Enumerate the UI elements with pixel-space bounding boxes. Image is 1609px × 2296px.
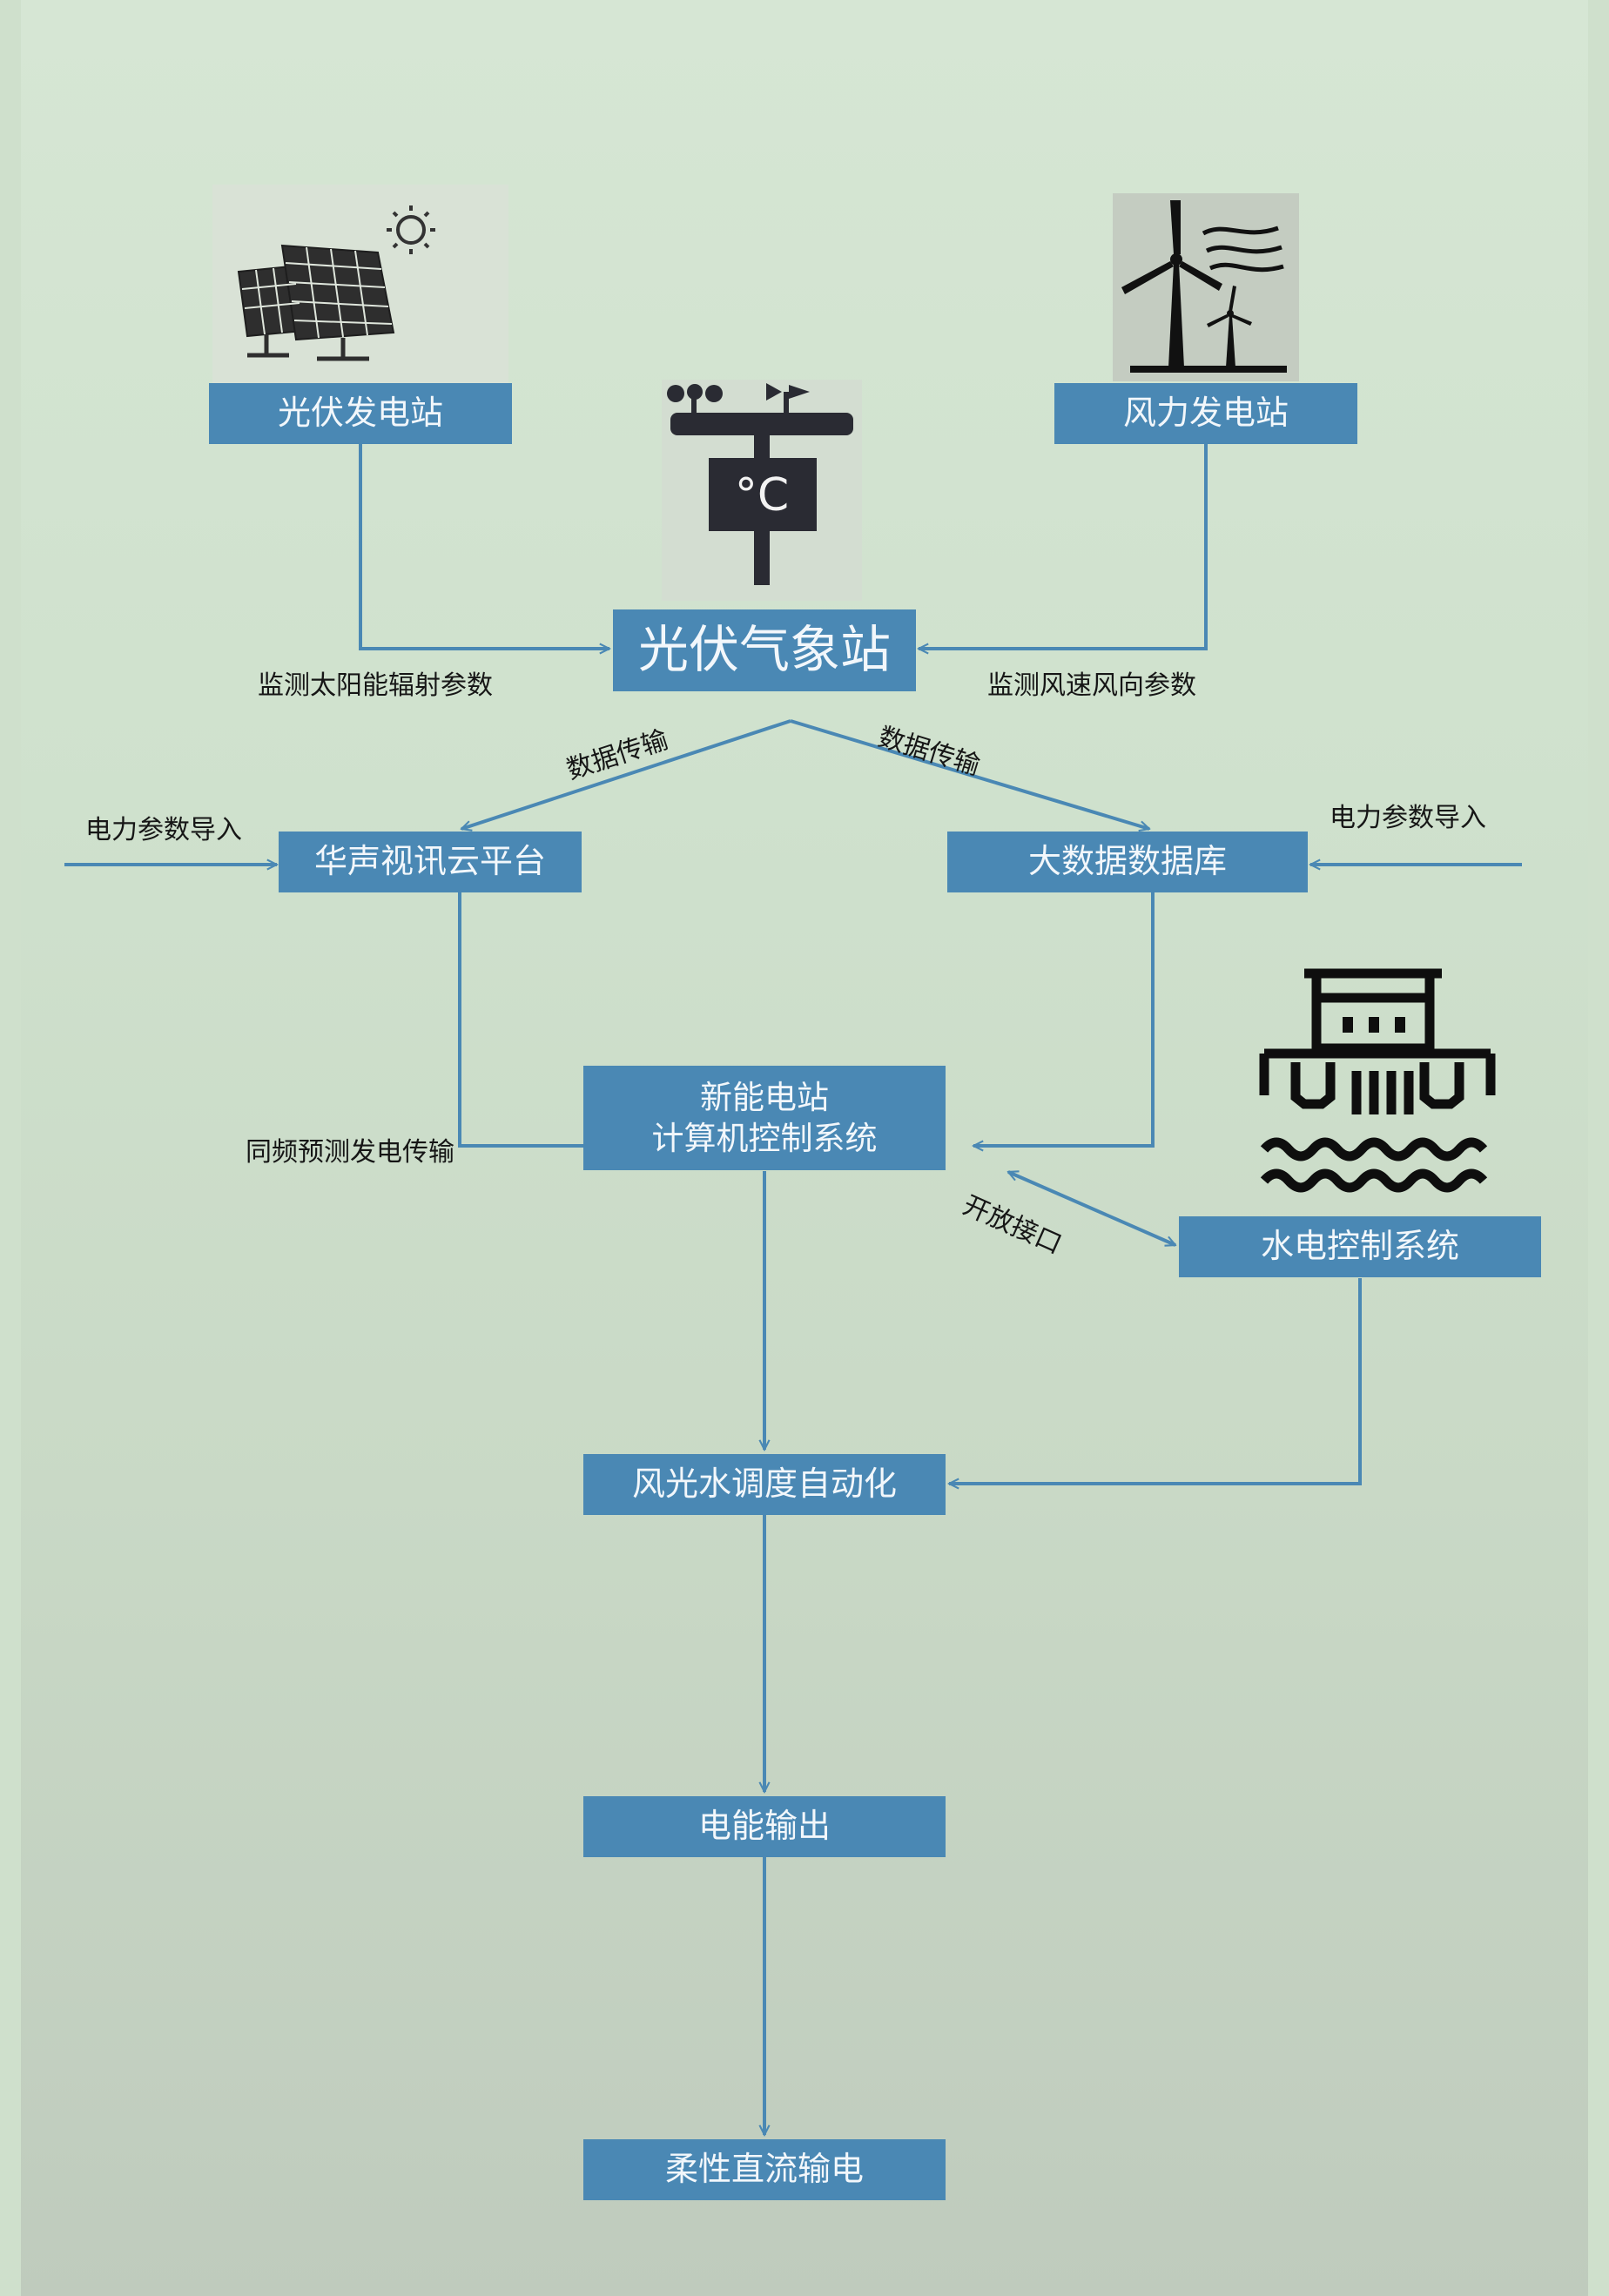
edge-hydro-to-dispatch: [949, 1278, 1362, 1484]
node-control-system-line2: 计算机控制系统: [651, 1120, 878, 1157]
node-control-system-line1: 新能电站: [700, 1078, 829, 1116]
edge-bigdata-to-control: [973, 892, 1155, 1146]
weather-station-icon: °C: [662, 380, 862, 601]
node-big-data-db[interactable]: 大数据数据库: [947, 832, 1308, 892]
hydro-dam-icon: [1252, 966, 1503, 1214]
label-sync-forecast: 同频预测发电传输: [246, 1137, 454, 1168]
edge-weather-to-bigdata: [790, 719, 1149, 829]
label-solar-monitor: 监测太阳能辐射参数: [258, 670, 493, 701]
node-hvdc[interactable]: 柔性直流输电: [583, 2139, 946, 2200]
thermo-unit-label: °C: [735, 469, 789, 522]
node-power-output[interactable]: 电能输出: [583, 1796, 946, 1857]
solar-panel-icon: [212, 185, 508, 383]
label-power-import-left: 电力参数导入: [85, 815, 242, 845]
node-hydro-control[interactable]: 水电控制系统: [1179, 1216, 1541, 1277]
node-control-system[interactable]: 新能电站 计算机控制系统: [583, 1066, 946, 1170]
edge-cloud-to-control: [458, 892, 583, 1148]
edge-open-interface: [1008, 1170, 1175, 1247]
edge-wind-to-weather: [919, 444, 1208, 649]
node-dispatch-automation[interactable]: 风光水调度自动化: [583, 1454, 946, 1515]
node-cloud-platform[interactable]: 华声视讯云平台: [279, 832, 582, 892]
wind-turbine-icon: [1113, 193, 1299, 381]
label-power-import-right: 电力参数导入: [1330, 803, 1486, 833]
edge-weather-to-cloud: [461, 719, 791, 829]
node-wind-plant[interactable]: 风力发电站: [1054, 383, 1357, 444]
node-weather-station[interactable]: 光伏气象站: [613, 609, 916, 691]
node-pv-plant[interactable]: 光伏发电站: [209, 383, 512, 444]
label-wind-monitor: 监测风速风向参数: [987, 670, 1196, 701]
edge-pv-to-weather: [359, 444, 609, 649]
